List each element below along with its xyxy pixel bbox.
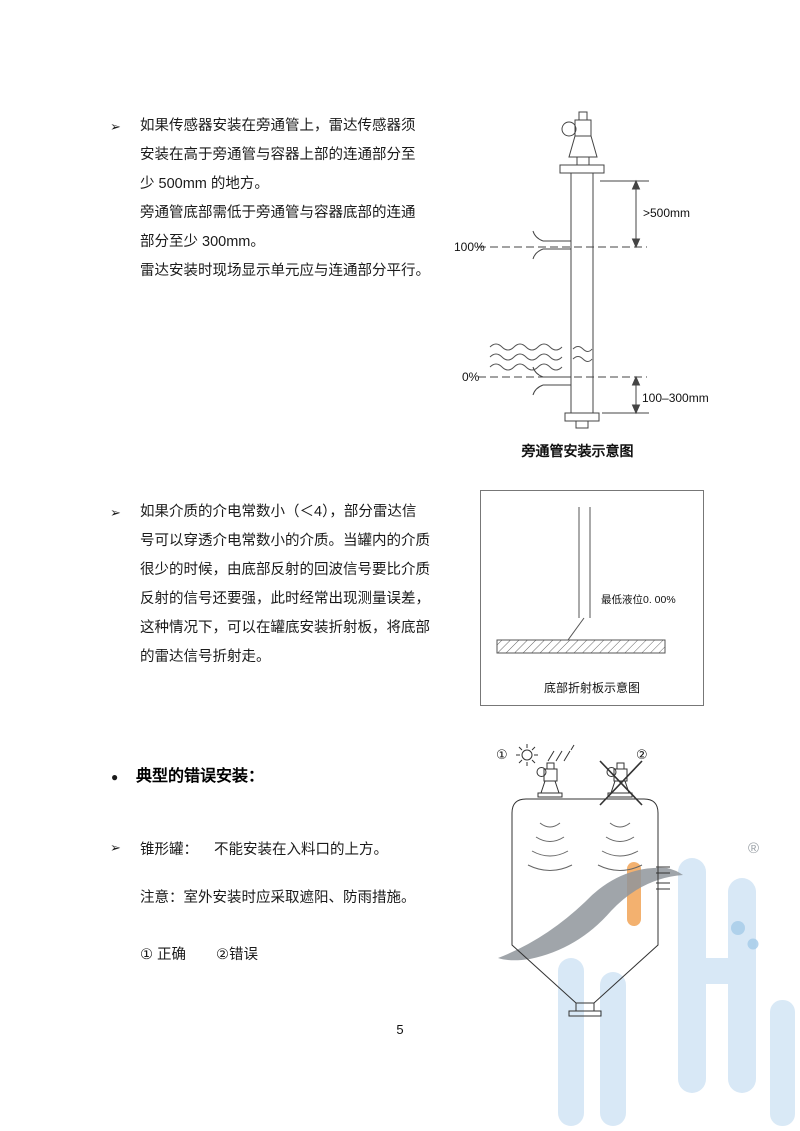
label-0-percent: 0%: [462, 370, 480, 384]
text-line: 很少的时候，由底部反射的回波信号要比介质: [140, 562, 430, 578]
text-line: 雷达安装时现场显示单元应与连通部分平行。: [140, 263, 430, 279]
text-line: 如果传感器安装在旁通管上，雷达传感器须: [140, 118, 416, 134]
cone-tank-text: 不能安装在入料口的上方。: [214, 842, 388, 858]
cone-tank-diagram: ① ②: [496, 744, 670, 1017]
section2-text: 如果介质的介电常数小（＜4），部分雷达信 号可以穿透介电常数小的介质。当罐内的介…: [140, 498, 430, 672]
text-line: 旁通管底部需低于旁通管与容器底部的连通: [140, 205, 416, 221]
diagram1-caption: 旁通管安装示意图: [521, 443, 634, 459]
text-line: 这种情况下，可以在罐底安装折射板，将底部: [140, 620, 430, 636]
legend: ① 正确 ②错误: [140, 943, 258, 964]
label-100-percent: 100%: [454, 240, 485, 254]
legend-correct: ① 正确: [140, 947, 187, 963]
side-nozzles: [656, 866, 670, 890]
reflector-diagram: 最低液位0. 00%: [496, 507, 676, 654]
label-circled-2: ②: [636, 747, 648, 762]
label-circled-1: ①: [496, 747, 508, 762]
bullet-dot-icon: ●: [111, 770, 119, 784]
radar-sensor-icon: [559, 111, 605, 174]
top-connection-stub: [532, 230, 571, 260]
text-line: 的雷达信号折射走。: [140, 649, 271, 665]
brand-watermark: [498, 858, 795, 1126]
bullet-arrow-icon: ➢: [110, 840, 121, 855]
radar-sensor-correct-icon: [536, 762, 563, 798]
registered-trademark-icon: ®: [748, 840, 760, 857]
text-line: 如果介质的介电常数小（＜4），部分雷达信: [140, 504, 417, 520]
bullet-arrow-icon: ➢: [110, 119, 121, 134]
radar-sensor-wrong-icon: [606, 762, 633, 798]
text-line: 部分至少 300mm。: [140, 234, 265, 250]
dimension-100-300mm: [602, 375, 649, 415]
liquid-waves: [489, 343, 593, 371]
dimension-500mm: [600, 179, 649, 249]
radar-beam-arcs: [527, 822, 643, 871]
outdoor-note: 注意：室外安装时应采取遮阳、防雨措施。: [140, 890, 416, 906]
label-dim-bottom: 100–300mm: [642, 391, 709, 405]
text-line: 号可以穿透介电常数小的介质。当罐内的介质: [140, 533, 430, 549]
bottom-connection-stub: [532, 366, 571, 396]
cross-out-icon: [599, 760, 643, 806]
bypass-pipe: [564, 173, 600, 429]
section1-text: 如果传感器安装在旁通管上，雷达传感器须 安装在高于旁通管与容器上部的连通部分至 …: [140, 112, 430, 286]
sun-icon: [516, 744, 538, 766]
bypass-pipe-diagram: 100% 0% >500mm 100–300mm: [454, 111, 709, 429]
reflector-diagram-box: 最低液位0. 00% 底部折射板示意图: [480, 490, 704, 706]
bullet-arrow-icon: ➢: [110, 505, 121, 520]
rain-icon: [547, 744, 575, 762]
level-lines: [478, 246, 647, 378]
legend-wrong: ②错误: [216, 947, 259, 963]
text-line: 反射的信号还要强，此时经常出现测量误差，: [140, 591, 430, 607]
measuring-pipe: [578, 507, 591, 618]
text-line: 少 500mm 的地方。: [140, 176, 269, 192]
label-min-level: 最低液位0. 00%: [601, 593, 676, 606]
page-number: 5: [396, 1022, 404, 1037]
diagram2-caption: 底部折射板示意图: [543, 681, 640, 695]
radar-beam-line: [567, 617, 585, 641]
cone-tank-outline: [511, 798, 659, 1017]
watermark-drops: [731, 921, 759, 950]
watermark-swoosh: [498, 867, 683, 961]
cone-tank-rule: 锥形罐： 不能安装在入料口的上方。: [140, 838, 388, 859]
text-line: 安装在高于旁通管与容器上部的连通部分至: [140, 147, 416, 163]
label-dim-top: >500mm: [643, 206, 690, 220]
reflector-plate: [496, 639, 666, 654]
section3-heading: 典型的错误安装：: [136, 768, 265, 785]
cone-tank-label: 锥形罐：: [140, 842, 198, 858]
